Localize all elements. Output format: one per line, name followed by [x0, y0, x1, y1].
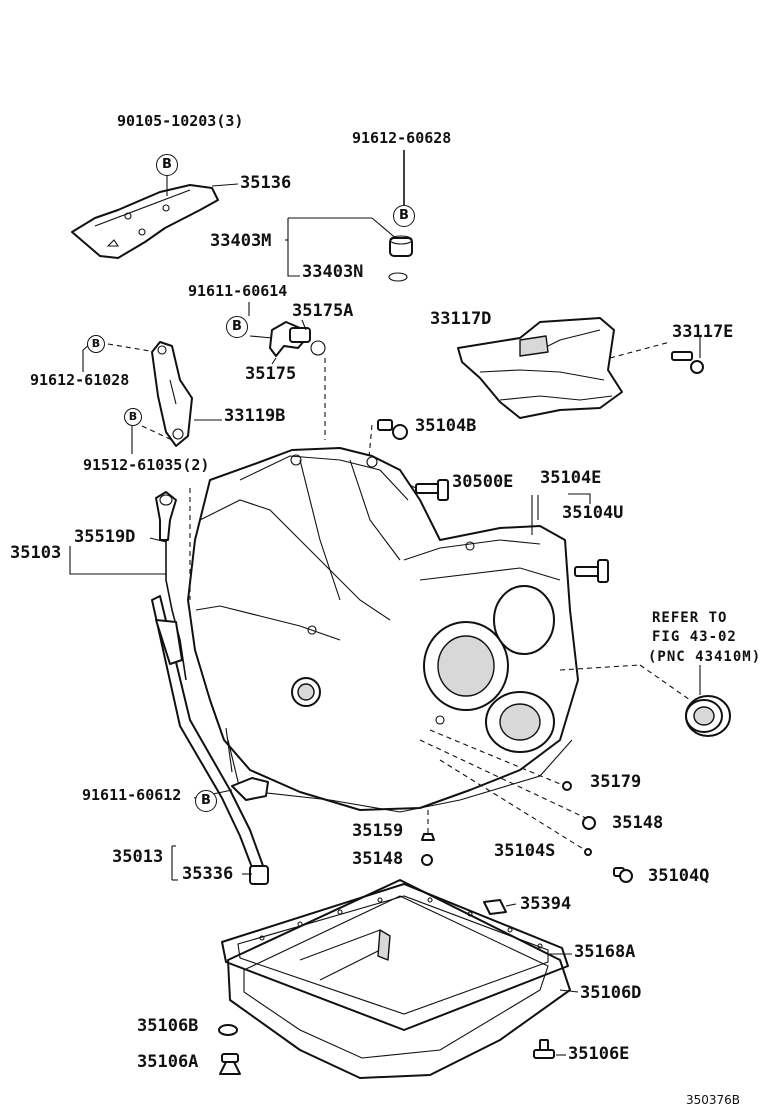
bracket-tube [231, 777, 269, 801]
bolt-35104u [574, 559, 609, 583]
refer-note-line1: REFER TO [652, 610, 728, 626]
plug-35104q [613, 867, 633, 883]
label-35175: 35175 [245, 364, 297, 384]
label-35104q: 35104Q [648, 866, 710, 886]
label-90105-10203: 90105-10203(3) [117, 112, 244, 130]
label-30500e: 30500E [452, 472, 514, 492]
label-35394: 35394 [520, 894, 572, 914]
label-91611-60614: 91611-60614 [188, 282, 288, 300]
bolt-30500e [415, 479, 449, 501]
label-91612-60628: 91612-60628 [352, 129, 452, 147]
lever-33119b [151, 341, 193, 447]
label-33117e: 33117E [672, 322, 734, 342]
bolt-callout-b: B [393, 205, 415, 227]
speed-sensor-35175 [269, 321, 311, 357]
refer-note-line3: (PNC 43410M) [648, 649, 760, 665]
label-35148-left: 35148 [352, 849, 404, 869]
gasket-35148-right [582, 816, 596, 830]
bolt-callout-b: B [195, 790, 217, 812]
label-91611-60612: 91611-60612 [82, 786, 182, 804]
drain-plug-35106a [219, 1053, 241, 1075]
figure-code: 350376B [686, 1093, 741, 1107]
bolt-35106e [533, 1039, 555, 1059]
sleeve-33403m [389, 235, 413, 257]
magnet-35394 [483, 899, 507, 915]
tube-35013 [151, 595, 269, 885]
label-35519d: 35519D [74, 527, 136, 547]
cover-33117d [457, 317, 623, 419]
plug-35159 [421, 833, 435, 841]
refer-note-line2: FIG 43-02 [652, 629, 737, 645]
label-35104s: 35104S [494, 841, 556, 861]
bolt-callout-b: B [156, 154, 178, 176]
gasket-35148-left [421, 854, 433, 866]
label-35175a: 35175A [292, 301, 354, 321]
plug-35104b [377, 419, 408, 440]
label-35103: 35103 [10, 543, 62, 563]
label-35159: 35159 [352, 821, 404, 841]
label-35013: 35013 [112, 847, 164, 867]
label-91512-61035: 91512-61035(2) [83, 456, 210, 474]
bolt-callout-b: B [226, 316, 248, 338]
oil-seal [685, 695, 731, 737]
gasket-35106b [218, 1024, 238, 1036]
label-35168a: 35168A [574, 942, 636, 962]
bolt-callout-b: B [124, 408, 142, 426]
oil-pan-35106d [227, 879, 571, 1079]
label-35179: 35179 [590, 772, 642, 792]
o-ring-35175a [310, 340, 326, 356]
pan-gasket-35168a [221, 883, 569, 1031]
label-35136: 35136 [240, 173, 292, 193]
plug-35104s [584, 848, 592, 856]
label-35336: 35336 [182, 864, 234, 884]
label-35104e: 35104E [540, 468, 602, 488]
label-35104u: 35104U [562, 503, 624, 523]
bracket-35136 [71, 184, 219, 259]
transaxle-housing [187, 447, 579, 813]
bolt-callout-b: B [87, 335, 105, 353]
ring-33403n [388, 272, 408, 282]
label-35104b: 35104B [415, 416, 477, 436]
label-35106e: 35106E [568, 1044, 630, 1064]
dipstick-35103 [155, 491, 187, 681]
label-35106a: 35106A [137, 1052, 199, 1072]
label-35106d: 35106D [580, 983, 642, 1003]
bolt-33117e [671, 351, 704, 374]
label-33117d: 33117D [430, 309, 492, 329]
label-35106b: 35106B [137, 1016, 199, 1036]
label-33119b: 33119B [224, 406, 286, 426]
plug-35179 [562, 781, 572, 791]
label-33403n: 33403N [302, 262, 364, 282]
label-33403m: 33403M [210, 231, 272, 251]
label-35148-right: 35148 [612, 813, 664, 833]
label-91612-61028: 91612-61028 [30, 371, 130, 389]
